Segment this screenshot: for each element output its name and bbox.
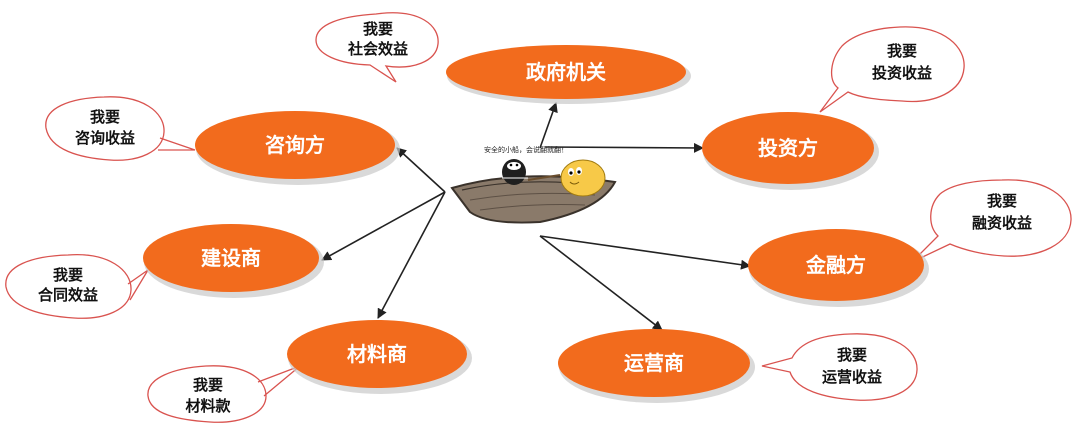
boat-illustration: 安全的小船，会说翻就翻！ <box>450 145 617 224</box>
node-consultant-label: 咨询方 <box>265 133 325 157</box>
node-builder-label: 建设商 <box>201 246 261 270</box>
bubble-supplier-line2: 材料款 <box>185 397 231 415</box>
bubble-financier-line2: 融资收益 <box>972 214 1032 232</box>
bubble-government-line1: 我要 <box>363 20 393 38</box>
arrow-to-operator <box>539 235 663 331</box>
arrows <box>321 102 751 331</box>
node-supplier-label: 材料商 <box>347 342 407 366</box>
arrow-to-financier <box>539 235 751 270</box>
bubble-investor <box>819 26 965 113</box>
arrow-to-consultant <box>396 147 446 193</box>
arrow-to-supplier <box>377 191 446 319</box>
oar <box>527 174 561 181</box>
node-investor-label: 投资方 <box>758 136 818 160</box>
bubble-consultant-line1: 我要 <box>90 108 120 126</box>
bubble-government-line2: 社会效益 <box>347 40 408 58</box>
bubble-operator-line1: 我要 <box>837 346 867 364</box>
boat-caption: 安全的小船，会说翻就翻！ <box>484 145 568 154</box>
bubble-texts: 我要 社会效益 我要 投资收益 我要 咨询收益 我要 融资收益 我要 合同效益 … <box>37 20 1032 415</box>
node-financier-label: 金融方 <box>805 253 866 277</box>
stakeholder-nodes: 政府机关 投资方 咨询方 金融方 建设商 材料商 <box>143 45 929 403</box>
node-financier: 金融方 <box>748 229 929 307</box>
bubble-builder-line2: 合同效益 <box>37 286 98 304</box>
node-operator-label: 运营商 <box>624 351 684 375</box>
bubbles <box>5 12 1072 423</box>
bubble-financier <box>911 179 1072 263</box>
bubble-government <box>315 12 439 83</box>
dark-character-icon <box>502 159 528 185</box>
node-investor: 投资方 <box>702 112 879 190</box>
node-government-label: 政府机关 <box>526 60 606 84</box>
arrow-to-investor <box>544 142 704 153</box>
bubble-builder-line1: 我要 <box>53 266 83 284</box>
bubble-operator <box>761 333 918 401</box>
bubble-operator-line2: 运营收益 <box>822 368 882 386</box>
bubble-financier-line1: 我要 <box>987 192 1017 210</box>
node-builder: 建设商 <box>143 224 324 298</box>
arrow-to-builder <box>321 191 446 261</box>
node-operator: 运营商 <box>558 329 755 403</box>
bubble-investor-line2: 投资收益 <box>872 64 932 82</box>
bubble-supplier-line1: 我要 <box>193 376 223 394</box>
yellow-character-icon <box>560 159 606 197</box>
bubble-builder <box>5 254 149 319</box>
bubble-consultant <box>45 96 196 161</box>
bubble-investor-line1: 我要 <box>887 42 917 60</box>
node-consultant: 咨询方 <box>195 111 400 185</box>
node-supplier: 材料商 <box>287 320 472 394</box>
node-government: 政府机关 <box>446 45 691 104</box>
arrow-to-government <box>539 102 558 149</box>
bubble-consultant-line2: 咨询收益 <box>75 129 135 147</box>
